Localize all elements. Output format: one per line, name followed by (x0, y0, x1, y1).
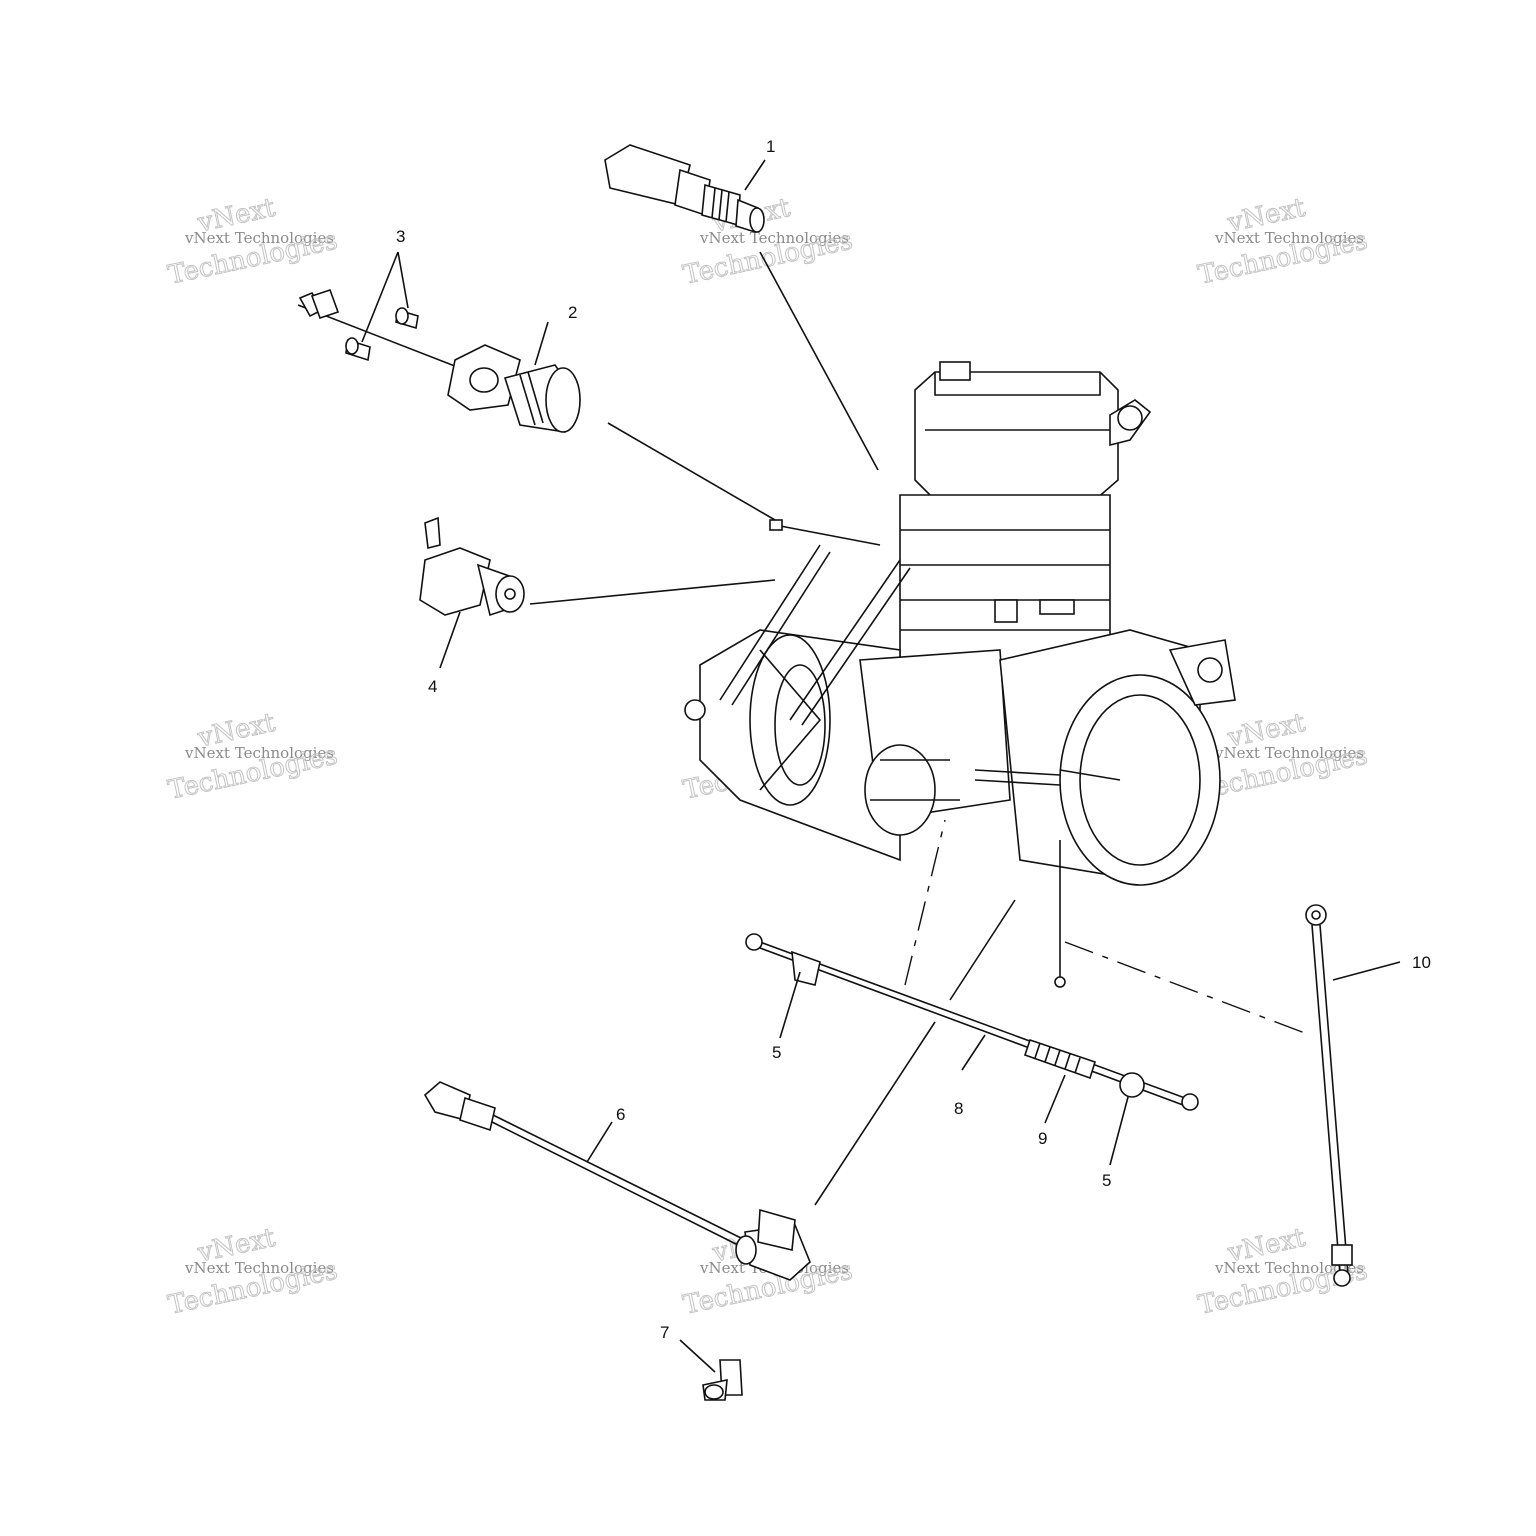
leader-line-5-a (779, 971, 801, 1039)
svg-text:vNext Technologies: vNext Technologies (1214, 1259, 1364, 1277)
callout-9: 9 (1038, 1129, 1047, 1148)
watermark-mid-right: vNext vNext Technologies Technologies (1195, 707, 1371, 806)
leader-line-1 (759, 251, 879, 471)
leader-line-3 (361, 251, 409, 343)
leader-line-7 (679, 1339, 716, 1373)
dash-line-cable-engine (904, 819, 946, 986)
callout-5-right: 5 (1102, 1171, 1111, 1190)
callout-10: 10 (1412, 953, 1431, 972)
part-1-temperature-sensor (604, 144, 765, 234)
callout-6: 6 (616, 1105, 625, 1124)
leader-line-5-b (1109, 1096, 1129, 1166)
leader-line-2 (534, 321, 549, 366)
part-2-sensor-assembly (297, 288, 581, 433)
leader-line-8 (961, 1034, 986, 1071)
leader-line-6 (586, 1121, 613, 1163)
part-8-ground-cable (745, 933, 1199, 1111)
part-6-crank-sensor (423, 1081, 811, 1281)
leader-line-cable-engine (949, 899, 1016, 1001)
leader-line-1-label (744, 159, 766, 191)
callout-1: 1 (766, 137, 775, 156)
leader-line-4-engine (529, 579, 776, 605)
svg-text:vNext Technologies: vNext Technologies (184, 744, 334, 762)
leader-line-6-engine (814, 1021, 936, 1206)
callout-2: 2 (568, 303, 577, 322)
svg-text:vNext Technologies: vNext Technologies (184, 229, 334, 247)
svg-text:vNext Technologies: vNext Technologies (1214, 229, 1364, 247)
engine-assembly (684, 361, 1236, 988)
leader-line-10 (1332, 961, 1401, 981)
watermark-top-center: vNext vNext Technologies Technologies (680, 192, 856, 291)
part-9-cable-sleeve (1023, 1038, 1096, 1080)
part-3-screws (345, 307, 419, 362)
callout-3: 3 (396, 227, 405, 246)
callout-4: 4 (428, 677, 437, 696)
leader-line-4 (439, 611, 461, 669)
leader-line-9 (1044, 1074, 1066, 1124)
callout-7: 7 (660, 1323, 669, 1342)
dash-line-strap-engine (1064, 941, 1311, 1036)
watermark-bottom-left: vNext vNext Technologies Technologies (165, 1222, 341, 1321)
leader-line-2-engine (607, 422, 776, 521)
part-4-switch (419, 516, 525, 617)
svg-text:vNext Technologies: vNext Technologies (699, 229, 849, 247)
callout-8: 8 (954, 1099, 963, 1118)
part-10-ground-strap (1305, 904, 1353, 1287)
svg-text:vNext Technologies: vNext Technologies (184, 1259, 334, 1277)
watermark-mid-left: vNext vNext Technologies Technologies (165, 707, 341, 806)
callout-5-left: 5 (772, 1043, 781, 1062)
part-7-bolt (702, 1359, 743, 1401)
watermark-top-left: vNext vNext Technologies Technologies (165, 192, 341, 291)
watermark-top-right: vNext vNext Technologies Technologies (1195, 192, 1371, 291)
svg-text:vNext Technologies: vNext Technologies (1214, 744, 1364, 762)
